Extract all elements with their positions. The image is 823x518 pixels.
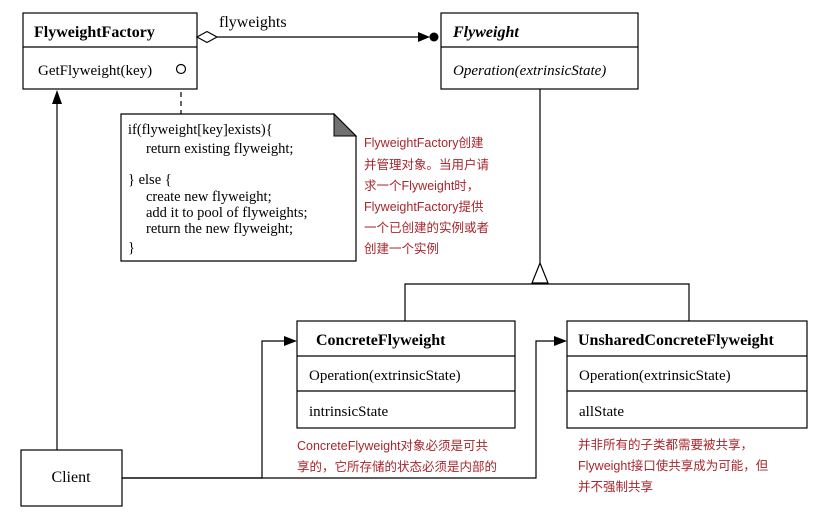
unshared-note-line-2: Flyweight接口使共享成为可能，但 [578,458,769,473]
code-line-5: add it to pool of flyweights; [146,205,308,221]
code-line-6: return the new flyweight; [146,221,293,237]
unshared-flyweight-operation: Operation(extrinsicState) [579,368,731,384]
concrete-flyweight-operation: Operation(extrinsicState) [309,368,461,384]
class-concrete-flyweight: ConcreteFlyweight Operation(extrinsicSta… [296,320,516,429]
class-flyweight: Flyweight Operation(extrinsicState) [440,12,639,90]
client-name: Client [51,469,91,486]
unshared-annotation: 并非所有的子类都需要被共享， Flyweight接口使共享成为可能，但 并不强制… [578,437,769,494]
code-line-2: return existing flyweight; [146,141,293,157]
concrete-annotation: ConcreteFlyweight对象必须是可共 享的，它所存储的状态必须是内部… [297,439,497,474]
factory-note-line-1: FlyweightFactory创建 [364,136,484,150]
factory-annotation: FlyweightFactory创建 并管理对象。当用户请 求一个Flyweig… [364,136,489,256]
code-line-4: create new flyweight; [146,189,272,205]
generalization-triangle-icon [531,261,549,284]
concrete-note-line-1: ConcreteFlyweight对象必须是可共 [297,439,488,453]
aggregation-flyweights: flyweights [195,14,439,44]
code-note: if(flyweight[key]exists){ return existin… [120,112,358,262]
code-line-3: } else { [128,172,172,188]
client-to-factory-association [52,90,62,450]
factory-note-line-2: 并管理对象。当用户请 [364,157,489,172]
class-unshared-concrete-flyweight: UnsharedConcreteFlyweight Operation(extr… [566,320,808,429]
code-line-1: if(flyweight[key]exists){ [128,122,273,138]
association-label: flyweights [219,14,287,31]
arrowhead-icon [52,90,62,104]
arrowhead-icon [284,336,297,346]
flyweight-factory-name: FlyweightFactory [34,24,155,41]
arrowhead-icon [554,336,567,346]
client-to-unshared-association [122,336,567,479]
factory-note-line-4: FlyweightFactory提供 [364,199,483,214]
concrete-note-line-2: 享的，它所存储的状态必须是内部的 [297,459,497,474]
unshared-flyweight-name: UnsharedConcreteFlyweight [578,332,775,349]
multiplicity-dot-icon [429,32,439,42]
class-client: Client [20,449,123,507]
get-flyweight-operation: GetFlyweight(key) [38,63,152,79]
unshared-flyweight-attribute: allState [579,404,624,420]
client-to-concrete-association [122,336,297,479]
unshared-note-line-1: 并非所有的子类都需要被共享， [578,437,753,452]
aggregation-diamond-icon [195,30,219,44]
flyweight-name: Flyweight [452,24,519,41]
arrowhead-icon [418,32,430,42]
note-anchor-icon [175,63,187,75]
code-line-7: } [128,240,135,256]
concrete-flyweight-attribute: intrinsicState [309,404,388,420]
factory-note-line-3: 求一个Flyweight时， [364,179,479,193]
unshared-note-line-3: 并不强制共享 [578,479,653,494]
factory-note-line-5: 一个已创建的实例或者 [364,220,489,235]
class-flyweight-factory: FlyweightFactory GetFlyweight(key) [22,12,198,90]
flyweight-operation: Operation(extrinsicState) [453,63,606,79]
concrete-flyweight-name: ConcreteFlyweight [316,332,446,349]
folded-corner-icon [333,112,358,137]
inheritance-tree [404,89,690,321]
factory-note-line-6: 创建一个实例 [364,241,439,256]
